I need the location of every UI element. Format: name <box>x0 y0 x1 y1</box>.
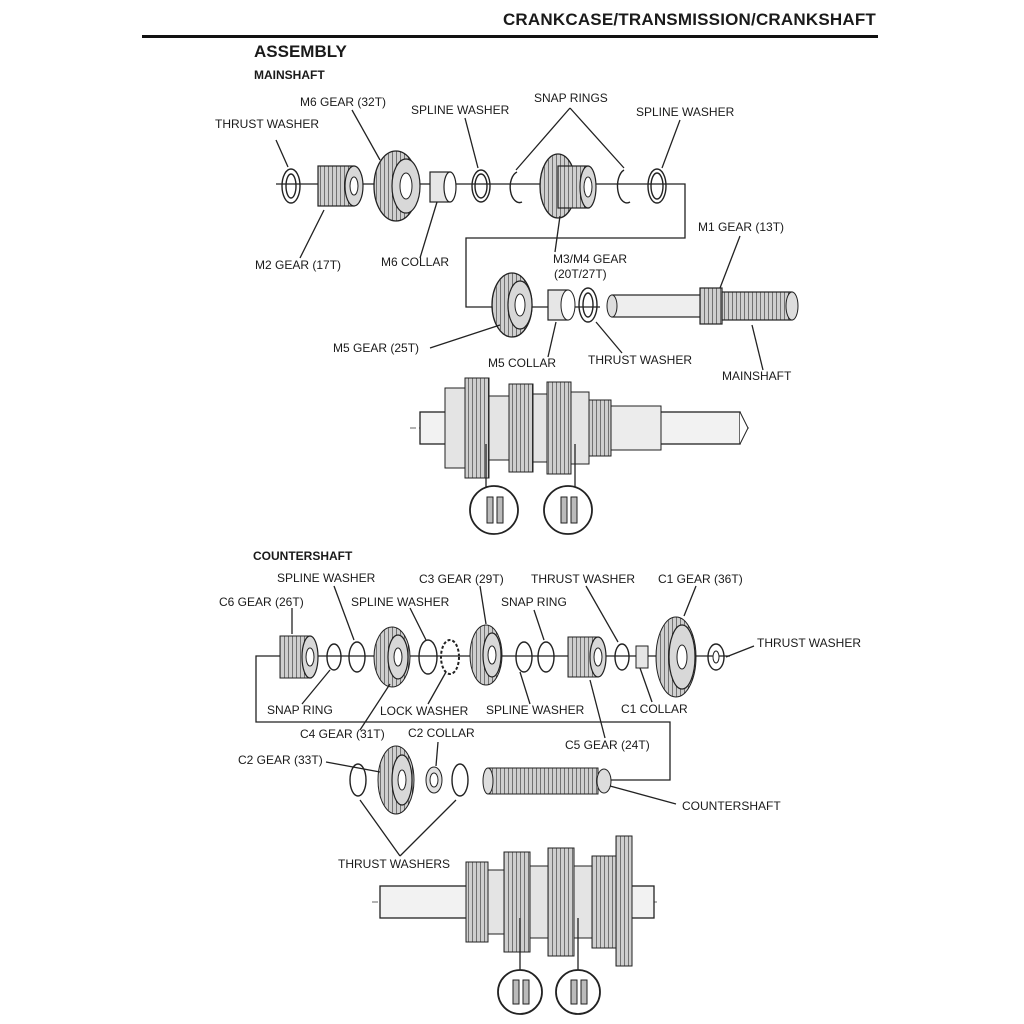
thrust-washer-part <box>707 643 725 671</box>
thrust-washer-part <box>451 763 469 797</box>
spline-washer-label: SPLINE WASHER <box>636 105 735 119</box>
thrust-washer-part <box>578 287 598 323</box>
countershaft-assembly-path <box>255 655 671 781</box>
c1-gear-label: C1 GEAR (36T) <box>658 572 743 586</box>
m6-collar-label: M6 COLLAR <box>381 255 450 269</box>
countershaft-part <box>482 767 612 795</box>
m5-gear-part <box>491 272 533 338</box>
m6-gear-label: M6 GEAR (32T) <box>300 95 387 109</box>
thrust-washers-label: THRUST WASHERS <box>338 857 451 871</box>
thrust-washer-part <box>349 763 367 797</box>
lock-washer-label: LOCK WASHER <box>380 704 469 718</box>
spline-washer-part <box>515 641 533 673</box>
spline-washer-label: SPLINE WASHER <box>486 703 585 717</box>
m2-gear-label: M2 GEAR (17T) <box>255 258 342 272</box>
mainshaft-heading: MAINSHAFT <box>254 68 325 82</box>
thrust-washer-part <box>281 168 301 204</box>
header-rule <box>142 35 878 38</box>
m3m4-gear-label: M3/M4 GEAR <box>553 252 628 266</box>
detail-magnifier <box>469 485 519 535</box>
lock-washer-part <box>440 639 460 675</box>
c3-gear-label: C3 GEAR (29T) <box>419 572 504 586</box>
m2-gear-part <box>317 165 364 207</box>
spline-washer-label: SPLINE WASHER <box>351 595 450 609</box>
thrust-washer-label: THRUST WASHER <box>588 353 693 367</box>
snap-ring-part <box>326 643 342 671</box>
spline-washer-part <box>647 168 667 204</box>
c6-gear-label: C6 GEAR (26T) <box>219 595 304 609</box>
c1-gear-part <box>655 616 697 698</box>
spline-washer-part <box>418 639 438 675</box>
c2-gear-label: C2 GEAR (33T) <box>238 753 323 767</box>
snap-ring-part <box>616 169 631 204</box>
snap-ring-label: SNAP RING <box>267 703 333 717</box>
c3-gear-part <box>469 624 503 686</box>
m3m4-gear-teeth-label: (20T/27T) <box>554 267 607 281</box>
page-header: CRANKCASE/TRANSMISSION/CRANKSHAFT <box>502 10 876 29</box>
mainshaft-assembled-view <box>410 377 750 535</box>
m5-collar-part <box>547 289 576 321</box>
c5-gear-label: C5 GEAR (24T) <box>565 738 650 752</box>
mainshaft-part <box>606 287 799 325</box>
thrust-washer-label: THRUST WASHER <box>757 636 862 650</box>
countershaft-label: COUNTERSHAFT <box>682 799 781 813</box>
thrust-washer-label: THRUST WASHER <box>531 572 636 586</box>
c6-gear-part <box>279 635 319 679</box>
c2-collar-part <box>425 766 443 794</box>
c5-gear-part <box>567 636 607 678</box>
countershaft-exploded-view <box>255 585 755 857</box>
countershaft-heading: COUNTERSHAFT <box>253 549 353 563</box>
m3m4-gear-part <box>539 153 597 219</box>
thrust-washer-part <box>614 643 630 671</box>
section-title: ASSEMBLY <box>254 42 347 61</box>
snap-rings-label: SNAP RINGS <box>534 91 608 105</box>
m5-gear-label: M5 GEAR (25T) <box>333 341 420 355</box>
snap-ring-part <box>509 171 523 204</box>
countershaft-assembled-view <box>372 835 660 1015</box>
mainshaft-label: MAINSHAFT <box>722 369 792 383</box>
mainshaft-exploded-view <box>275 107 799 371</box>
c2-gear-part <box>377 745 415 815</box>
c1-collar-label: C1 COLLAR <box>621 702 688 716</box>
m5-collar-label: M5 COLLAR <box>488 356 557 370</box>
spline-washer-part <box>348 641 366 673</box>
detail-magnifier <box>497 969 543 1015</box>
mainshaft-assembly-path <box>276 183 686 308</box>
c1-collar-part <box>635 645 649 669</box>
m6-gear-part <box>373 150 421 222</box>
detail-magnifier <box>543 485 593 535</box>
spline-washer-label: SPLINE WASHER <box>411 103 510 117</box>
spline-washer-label: SPLINE WASHER <box>277 571 376 585</box>
thrust-washer-label: THRUST WASHER <box>215 117 320 131</box>
c2-collar-label: C2 COLLAR <box>408 726 475 740</box>
detail-magnifier <box>555 969 601 1015</box>
m1-gear-label: M1 GEAR (13T) <box>698 220 785 234</box>
c4-gear-part <box>373 626 411 688</box>
m6-collar-part <box>429 171 457 203</box>
snap-ring-part <box>537 641 555 673</box>
spline-washer-part <box>471 169 491 203</box>
c4-gear-label: C4 GEAR (31T) <box>300 727 385 741</box>
snap-ring-label: SNAP RING <box>501 595 567 609</box>
